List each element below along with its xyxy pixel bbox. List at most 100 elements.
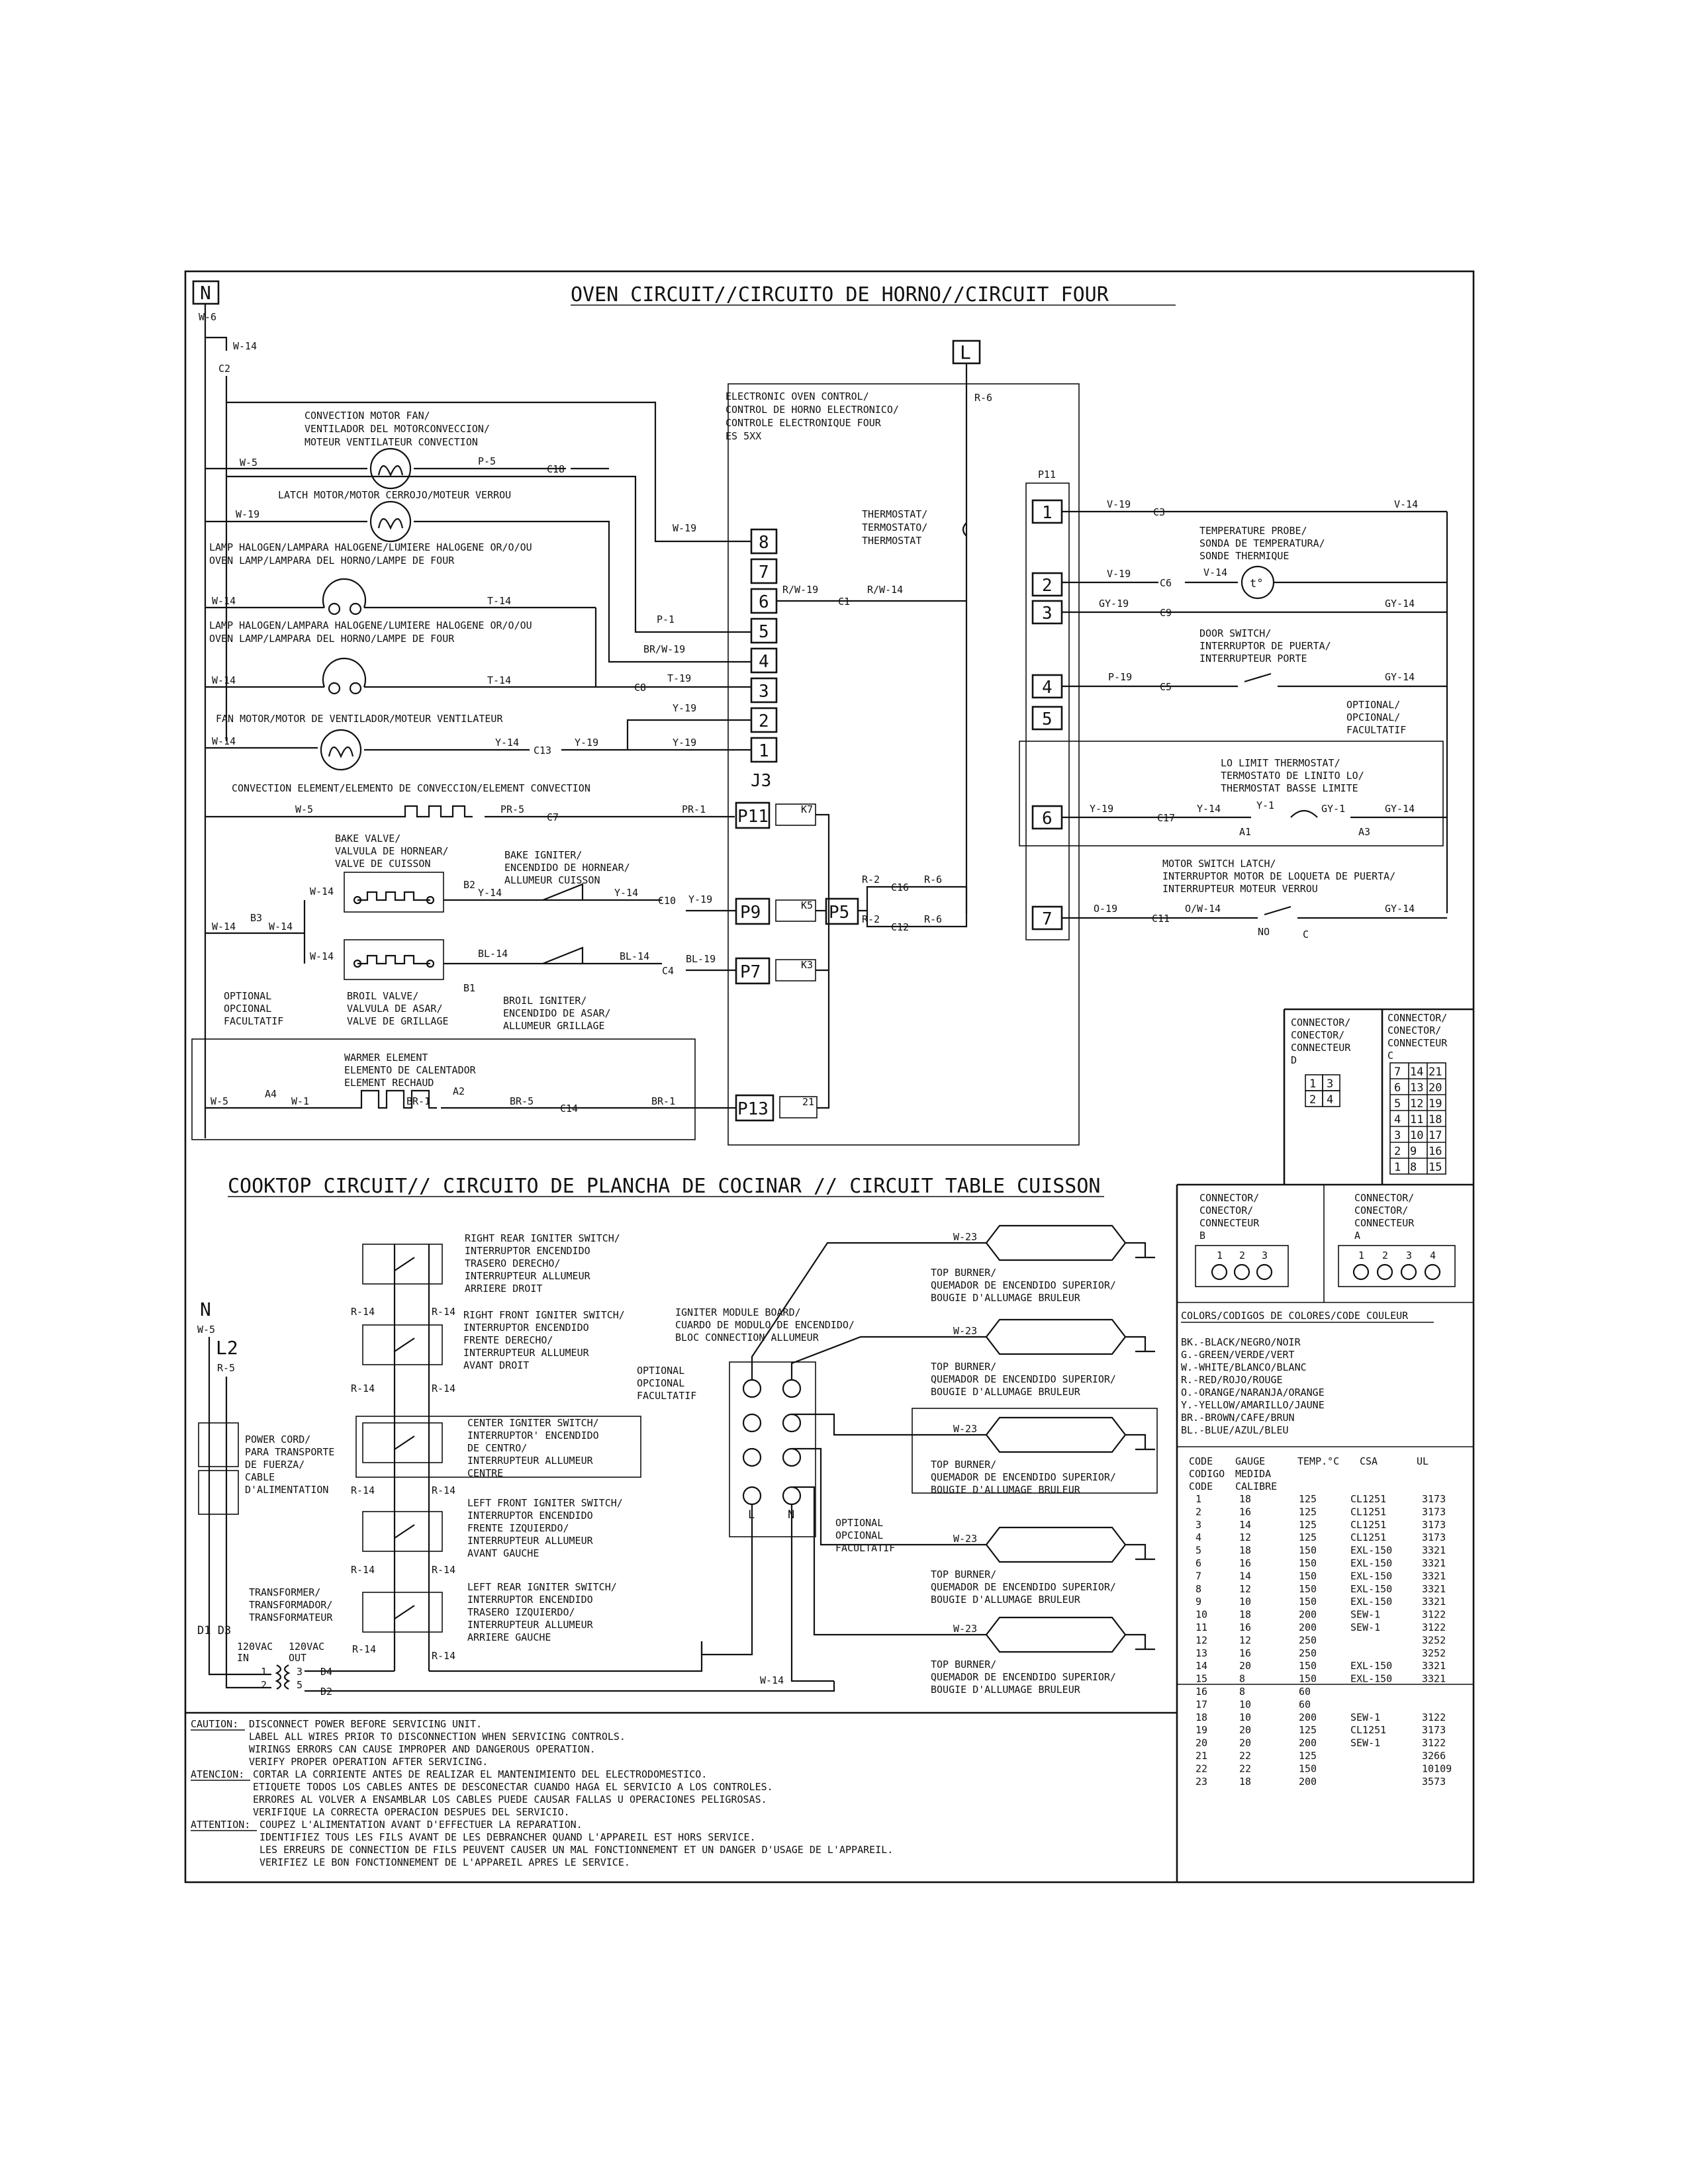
p11-label: P11 — [1038, 469, 1056, 480]
connector-b: CONNECTOR/ CONECTOR/ CONNECTEUR B 1 2 3 — [1195, 1192, 1289, 1287]
wire-label: Y-19 — [688, 893, 712, 905]
door-switch-label: INTERRUPTEUR PORTE — [1199, 653, 1307, 664]
igniter-switch-lf — [362, 1511, 443, 1552]
gauge-cell: 3173 — [1422, 1531, 1446, 1543]
gauge-cell: EXL-150 — [1350, 1570, 1392, 1582]
connector-pin: 14 — [1410, 1066, 1423, 1079]
optional-label: FACULTATIF — [835, 1542, 895, 1554]
top-burner-4: W-23 TOP BURNER/ QUEMADOR DE ENCENDIDO S… — [931, 1526, 1127, 1606]
igniter-switch-center — [355, 1416, 641, 1478]
wire-label: W-14 — [310, 950, 334, 962]
gauge-cell: CL1251 — [1350, 1519, 1386, 1531]
wire-label: W-1 — [291, 1095, 309, 1107]
connector-label: C9 — [1160, 607, 1172, 619]
connector-pin: 4 — [1327, 1093, 1333, 1107]
gauge-header: CALIBRE — [1235, 1480, 1277, 1492]
wire-label: W-14 — [212, 735, 236, 747]
color-code-item: BL.-BLUE/AZUL/BLEU — [1181, 1424, 1289, 1436]
connector-label: C10 — [658, 895, 676, 907]
j3-pin: 6 — [759, 592, 769, 612]
wire-label: R-14 — [432, 1564, 455, 1576]
line-label: L — [960, 341, 971, 363]
gauge-cell: 15 — [1196, 1673, 1207, 1685]
gauge-cell: 20 — [1239, 1660, 1251, 1672]
p11-pin: 3 — [1042, 604, 1053, 623]
connector-pin: 4 — [1430, 1250, 1436, 1261]
caution-text: CORTAR LA CORRIENTE ANTES DE REALIZAR EL… — [253, 1768, 707, 1780]
switch-label: CENTER IGNITER SWITCH/ — [467, 1417, 599, 1429]
connector-pin: 3 — [1406, 1250, 1412, 1261]
power-cord-block — [198, 1422, 239, 1467]
wire-label: R-14 — [432, 1383, 455, 1394]
warmer-label: ELEMENTO DE CALENTADOR — [344, 1064, 477, 1076]
caution-label: ATENCION: — [191, 1768, 244, 1780]
wire-label: Y-19 — [673, 737, 696, 749]
connector-pin: 12 — [1410, 1097, 1423, 1111]
top-burner-1: W-23 TOP BURNER/ QUEMADOR DE ENCENDIDO S… — [931, 1224, 1127, 1304]
gauge-cell: 9 — [1196, 1596, 1201, 1608]
gauge-cell: CL1251 — [1350, 1493, 1386, 1505]
bake-igniter-label: BAKE IGNITER/ — [504, 849, 582, 861]
broil-valve-label: BROIL VALVE/ — [347, 990, 418, 1002]
optional-label: FACULTATIF — [637, 1390, 696, 1402]
gauge-cell: 12 — [1239, 1531, 1251, 1543]
transformer-voltage: 120VAC — [289, 1641, 324, 1653]
gauge-cell: 3321 — [1422, 1557, 1446, 1569]
wire-label: BL-14 — [478, 948, 508, 960]
wire-label: Y-19 — [673, 702, 696, 714]
connector-pin: 4 — [1394, 1113, 1401, 1126]
thermostat-label: THERMOSTAT — [862, 535, 921, 547]
wire-label: W-14 — [310, 886, 334, 897]
burner-label: BOUGIE D'ALLUMAGE BRULEUR — [931, 1484, 1081, 1496]
transformer-terminal: 1 — [261, 1666, 267, 1678]
gauge-cell: 20 — [1239, 1737, 1251, 1749]
caution-text: VERIFIQUE LA CORRECTA OPERACION DESPUES … — [253, 1806, 570, 1818]
gauge-cell: 8 — [1239, 1673, 1245, 1685]
connector-label: C5 — [1160, 681, 1172, 693]
wire-label: BL-19 — [686, 953, 716, 965]
gauge-cell: 60 — [1299, 1686, 1311, 1698]
connector-label: A3 — [1358, 826, 1370, 838]
wire-label: W-5 — [295, 803, 313, 815]
broil-valve — [344, 939, 444, 980]
oven-lamp-label: OVEN LAMP/LAMPARA DEL HORNO/LAMPE DE FOU… — [209, 633, 455, 645]
gauge-cell: 14 — [1239, 1519, 1251, 1531]
connector-label: C14 — [560, 1103, 578, 1115]
gauge-cell: 150 — [1299, 1557, 1317, 1569]
connector-pin: 2 — [1382, 1250, 1388, 1261]
connector-c-label: CONNECTOR/ — [1387, 1012, 1447, 1024]
gauge-cell: 10 — [1239, 1698, 1251, 1710]
wire-label: GY-1 — [1321, 803, 1345, 815]
wire-label: O/W-14 — [1185, 903, 1221, 915]
connector-label: C4 — [662, 965, 674, 977]
color-code-item: Y.-YELLOW/AMARILLO/JAUNE — [1181, 1399, 1325, 1411]
connector-label: C1 — [838, 596, 850, 608]
wire-label: R-14 — [351, 1383, 375, 1394]
gauge-cell: 3173 — [1422, 1493, 1446, 1505]
connector-label: C16 — [891, 882, 909, 893]
gauge-cell: EXL-150 — [1350, 1545, 1392, 1557]
burner-label: BOUGIE D'ALLUMAGE BRULEUR — [931, 1292, 1081, 1304]
caution-text: LES ERREURS DE CONNECTION DE FILS PEUVEN… — [259, 1844, 893, 1856]
wire-label: Y-14 — [1197, 803, 1221, 815]
connector-label: A1 — [1239, 826, 1251, 838]
connector-label: D2 — [320, 1686, 332, 1698]
temp-probe-label: SONDA DE TEMPERATURA/ — [1199, 537, 1325, 549]
p11-connector: 1 2 3 4 5 6 7 — [1031, 499, 1063, 931]
gauge-cell: 12 — [1239, 1583, 1251, 1595]
burner-label: BOUGIE D'ALLUMAGE BRULEUR — [931, 1386, 1081, 1398]
door-switch-label: DOOR SWITCH/ — [1199, 627, 1271, 639]
gauge-cell: 2 — [1196, 1506, 1201, 1518]
connector-a: CONNECTOR/ CONECTOR/ CONNECTEUR A 1 2 3 … — [1338, 1192, 1456, 1287]
gauge-cell: EXL-150 — [1350, 1583, 1392, 1595]
switch-label: TRASERO DERECHO/ — [465, 1257, 561, 1269]
top-burner-5: W-23 TOP BURNER/ QUEMADOR DE ENCENDIDO S… — [931, 1616, 1127, 1696]
wire-label: P-1 — [657, 614, 675, 625]
connector-b-label: CONNECTEUR — [1199, 1217, 1260, 1229]
switch-label: INTERRUPTEUR ALLUMEUR — [467, 1535, 594, 1547]
gauge-cell: 3266 — [1422, 1750, 1446, 1762]
gauge-cell: 1 — [1196, 1493, 1201, 1505]
connector-pin: 7 — [1394, 1066, 1401, 1079]
j3-pin: 3 — [759, 682, 769, 702]
burner-label: BOUGIE D'ALLUMAGE BRULEUR — [931, 1684, 1081, 1696]
